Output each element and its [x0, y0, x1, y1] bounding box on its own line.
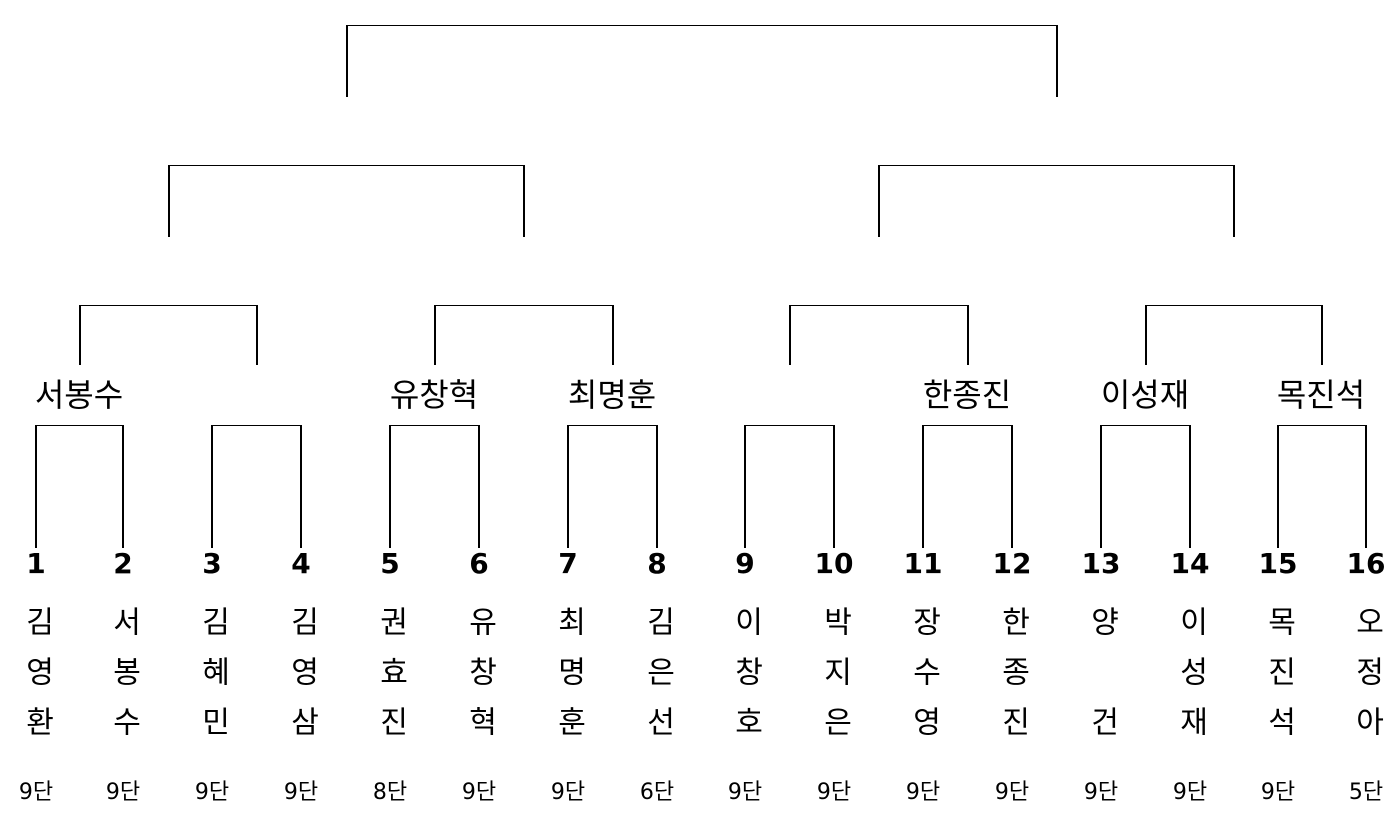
- round2-bracket-top: [789, 305, 968, 306]
- player-name: 김영삼: [284, 606, 319, 756]
- round2-bracket-left-leg: [79, 305, 81, 365]
- player-name: 유창혁: [462, 606, 497, 756]
- seed-number: 11: [903, 547, 943, 580]
- round1-winner-label: 이성재: [1100, 376, 1190, 414]
- player-name: 박지은: [817, 606, 852, 756]
- player-name: 이성재: [1173, 606, 1208, 756]
- round1-bracket-top: [1100, 425, 1190, 426]
- player-rank: 6단: [639, 780, 675, 805]
- round1-winner-label: 유창혁: [389, 376, 479, 414]
- round1-bracket-left-leg: [1277, 425, 1279, 548]
- seed-number: 4: [291, 547, 311, 580]
- seed-number: 1: [26, 547, 46, 580]
- round1-winner-label: 한종진: [922, 376, 1012, 414]
- player-name: 양건: [1084, 606, 1119, 806]
- round1-winner-label: 목진석: [1276, 376, 1366, 414]
- round1-bracket-top: [35, 425, 123, 426]
- round1-bracket-top: [744, 425, 834, 426]
- player-name: 김영환: [19, 606, 54, 756]
- seed-number: 15: [1258, 547, 1298, 580]
- semifinal-bracket-left-leg: [168, 165, 170, 237]
- round2-bracket-top: [79, 305, 257, 306]
- seed-number: 7: [558, 547, 578, 580]
- round1-bracket-left-leg: [744, 425, 746, 548]
- player-name: 김혜민: [195, 606, 230, 756]
- round1-bracket-left-leg: [1100, 425, 1102, 548]
- round1-bracket-right-leg: [1365, 425, 1367, 548]
- round1-winner-label: 최명훈: [567, 376, 657, 414]
- round1-bracket-top: [567, 425, 657, 426]
- round1-bracket-left-leg: [389, 425, 391, 548]
- player-rank: 9단: [727, 780, 763, 805]
- round1-winner-label: 서봉수: [34, 376, 124, 414]
- player-rank: 8단: [372, 780, 408, 805]
- player-rank: 5단: [1348, 780, 1384, 805]
- seed-number: 3: [202, 547, 222, 580]
- semifinal-bracket-top: [878, 165, 1234, 166]
- round1-bracket-right-leg: [300, 425, 302, 548]
- round1-bracket-left-leg: [35, 425, 37, 548]
- seed-number: 6: [469, 547, 489, 580]
- round2-bracket-right-leg: [256, 305, 258, 365]
- player-rank: 9단: [816, 780, 852, 805]
- player-rank: 9단: [18, 780, 54, 805]
- seed-number: 2: [113, 547, 133, 580]
- player-rank: 9단: [1083, 780, 1119, 805]
- final-bracket-top: [346, 25, 1057, 26]
- round2-bracket-right-leg: [612, 305, 614, 365]
- player-rank: 9단: [461, 780, 497, 805]
- round1-bracket-left-leg: [567, 425, 569, 548]
- player-name: 김은선: [640, 606, 675, 756]
- round2-bracket-left-leg: [1145, 305, 1147, 365]
- round2-bracket-left-leg: [789, 305, 791, 365]
- round2-bracket-left-leg: [434, 305, 436, 365]
- player-rank: 9단: [905, 780, 941, 805]
- round1-bracket-right-leg: [122, 425, 124, 548]
- semifinal-bracket-right-leg: [1233, 165, 1235, 237]
- round1-bracket-top: [211, 425, 301, 426]
- seed-number: 13: [1081, 547, 1121, 580]
- final-bracket-right-leg: [1056, 25, 1058, 97]
- semifinal-bracket-left-leg: [878, 165, 880, 237]
- seed-number: 16: [1346, 547, 1386, 580]
- round1-bracket-right-leg: [1011, 425, 1013, 548]
- round1-bracket-right-leg: [1189, 425, 1191, 548]
- player-name: 목진석: [1261, 606, 1296, 756]
- round1-bracket-left-leg: [922, 425, 924, 548]
- player-name: 최명훈: [551, 606, 586, 756]
- semifinal-bracket-right-leg: [523, 165, 525, 237]
- player-name: 이창호: [728, 606, 763, 756]
- round2-bracket-top: [1145, 305, 1322, 306]
- seed-number: 10: [814, 547, 854, 580]
- player-rank: 9단: [550, 780, 586, 805]
- final-bracket-left-leg: [346, 25, 348, 97]
- player-name: 한종진: [995, 606, 1030, 756]
- round1-bracket-right-leg: [833, 425, 835, 548]
- player-name: 장수영: [906, 606, 941, 756]
- player-rank: 9단: [994, 780, 1030, 805]
- round1-bracket-left-leg: [211, 425, 213, 548]
- round1-bracket-top: [389, 425, 479, 426]
- round1-bracket-top: [922, 425, 1012, 426]
- seed-number: 5: [380, 547, 400, 580]
- player-name: 오정아: [1349, 606, 1384, 756]
- player-rank: 9단: [1172, 780, 1208, 805]
- semifinal-bracket-top: [168, 165, 524, 166]
- seed-number: 12: [992, 547, 1032, 580]
- player-rank: 9단: [283, 780, 319, 805]
- round2-bracket-right-leg: [967, 305, 969, 365]
- seed-number: 14: [1170, 547, 1210, 580]
- seed-number: 9: [735, 547, 755, 580]
- player-rank: 9단: [1260, 780, 1296, 805]
- round1-bracket-top: [1277, 425, 1366, 426]
- player-name: 권효진: [373, 606, 408, 756]
- round1-bracket-right-leg: [478, 425, 480, 548]
- round2-bracket-top: [434, 305, 613, 306]
- round1-bracket-right-leg: [656, 425, 658, 548]
- player-name: 서봉수: [106, 606, 141, 756]
- player-rank: 9단: [105, 780, 141, 805]
- player-rank: 9단: [194, 780, 230, 805]
- round2-bracket-right-leg: [1321, 305, 1323, 365]
- seed-number: 8: [647, 547, 667, 580]
